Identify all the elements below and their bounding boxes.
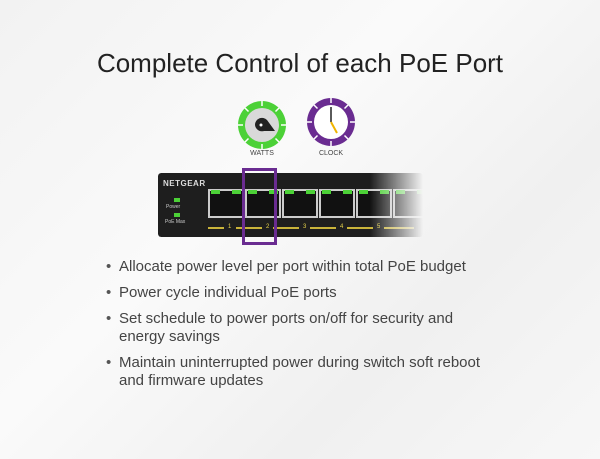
power-led (174, 198, 180, 202)
port-number: 3 (303, 224, 307, 230)
feature-item: Maintain uninterrupted power during swit… (106, 354, 491, 390)
network-switch: NETGEAR Power PoE Max 1 2 3 4 5 (158, 173, 429, 237)
watts-icon (238, 101, 286, 149)
feature-item: Allocate power level per port within tot… (106, 258, 526, 276)
port-number: 1 (228, 224, 232, 230)
brand-logo: NETGEAR (163, 179, 206, 188)
port-3 (282, 189, 318, 218)
port-6 (393, 189, 429, 218)
clock-icon (307, 98, 355, 146)
port-number: 4 (340, 224, 344, 230)
port-5 (356, 189, 392, 218)
port-number: 2 (266, 224, 270, 230)
port-highlight-box (242, 168, 277, 245)
poe-max-label: PoE Max (165, 219, 186, 225)
feature-item: Set schedule to power ports on/off for s… (106, 310, 491, 346)
port-number: 5 (377, 224, 381, 230)
feature-list: Allocate power level per port within tot… (106, 258, 526, 398)
port-4 (319, 189, 355, 218)
power-label: Power (166, 204, 181, 210)
poe-max-led (174, 213, 180, 217)
page-title: Complete Control of each PoE Port (96, 48, 504, 78)
clock-label: CLOCK (318, 150, 344, 157)
watts-label: WATTS (250, 150, 274, 157)
port-1 (208, 189, 244, 218)
feature-item: Power cycle individual PoE ports (106, 284, 526, 302)
